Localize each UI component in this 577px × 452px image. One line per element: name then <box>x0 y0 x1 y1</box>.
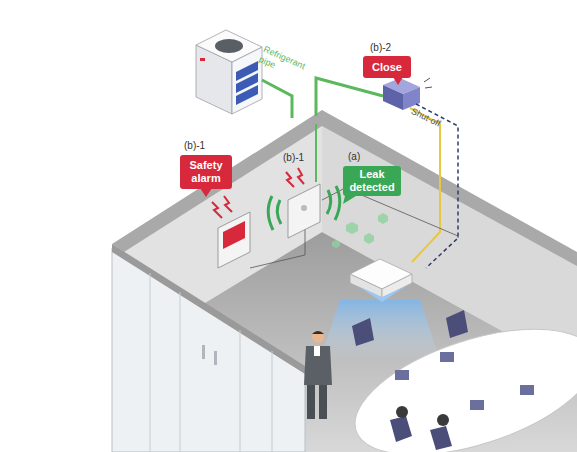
callout-box: Close <box>363 56 411 78</box>
person-head <box>312 331 324 343</box>
callout-label: (a) <box>348 151 360 163</box>
gas-particle <box>332 240 340 248</box>
glass-wall-cap <box>112 244 305 374</box>
alarm-flash <box>224 196 232 212</box>
person-leg <box>319 385 327 419</box>
glass-pane-line <box>240 330 241 452</box>
callout-text: Leak detected <box>346 168 398 194</box>
monitor <box>470 400 484 410</box>
refrigerant-pipe <box>316 78 383 116</box>
callout-pointer <box>393 77 403 85</box>
gas-particle <box>346 222 358 234</box>
person-leg <box>307 385 315 419</box>
chair <box>390 416 412 442</box>
unit-logo <box>200 58 205 61</box>
leak-detector <box>288 184 320 238</box>
wall-cap <box>112 110 577 266</box>
glass-pane-line <box>150 273 151 452</box>
chair <box>430 426 452 450</box>
door-handle <box>214 351 217 365</box>
cassette-side <box>382 274 412 298</box>
alarm-screen <box>223 221 245 249</box>
cassette-vent <box>358 286 406 302</box>
cassette-side <box>350 274 382 298</box>
door-handle <box>202 345 205 359</box>
valve-front <box>383 85 403 110</box>
refrigerant-pipe <box>262 80 292 118</box>
person-seated <box>437 414 449 426</box>
callout-box: Safety alarm <box>180 155 232 189</box>
fan <box>215 39 243 53</box>
person-suit <box>304 346 332 385</box>
glass-pane-line <box>272 351 273 452</box>
monitor <box>440 352 454 362</box>
signal-wave <box>277 200 281 224</box>
callout-pointer <box>200 188 212 197</box>
person-hair <box>312 331 324 334</box>
callout-label: (b)-1 <box>184 140 205 152</box>
callout-label: (b)-1 <box>283 152 304 164</box>
alarm-panel <box>218 212 250 268</box>
refrigerant-pipe <box>315 124 317 182</box>
alarm-flash <box>286 172 294 187</box>
callout-label: Shut-off <box>409 106 442 130</box>
signal-wave <box>327 190 331 214</box>
signal-wave <box>335 186 340 220</box>
monitor <box>395 370 409 380</box>
detector-sensor <box>301 205 307 211</box>
callout-label: Refrigerant pipe <box>257 44 313 85</box>
gas-particle <box>378 213 388 224</box>
callout-box: Leak detected <box>343 166 401 196</box>
outdoor-unit-top <box>196 30 262 62</box>
gas-particle <box>364 233 374 244</box>
callout-label: (b)-2 <box>370 42 391 54</box>
alarm-flash <box>298 168 304 184</box>
power-wire <box>410 108 440 262</box>
monitor <box>520 385 534 395</box>
meeting-table <box>340 304 577 452</box>
airflow <box>320 300 440 360</box>
person-seated <box>396 406 408 418</box>
signal-wave <box>268 196 273 230</box>
callout-text: Close <box>372 61 402 74</box>
alarm-flash <box>212 202 222 218</box>
chair <box>352 318 374 346</box>
valve-side <box>403 87 420 110</box>
glass-pane-line <box>180 292 181 452</box>
chair <box>446 310 468 338</box>
callout-text: Safety alarm <box>183 159 229 185</box>
valve-mark <box>424 78 430 82</box>
valve-mark <box>425 87 432 88</box>
person-shirt <box>314 346 320 356</box>
unit-panel <box>236 85 258 105</box>
